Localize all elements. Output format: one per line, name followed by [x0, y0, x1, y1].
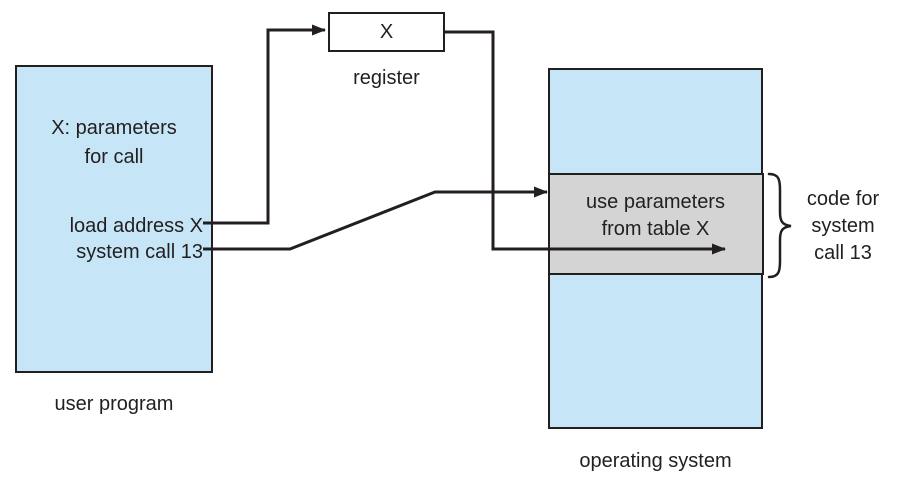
- register-label: register: [353, 67, 420, 89]
- code-for-system-call-note: code for system call 13: [806, 188, 880, 264]
- user-program-label: user program: [54, 393, 174, 415]
- system-call-instruction: system call 13: [76, 241, 203, 263]
- arrow-load-address-to-register: [203, 24, 326, 225]
- register-value: X: [379, 20, 394, 43]
- operating-system-label: operating system: [579, 450, 732, 472]
- arrow-system-call-to-os-code: [203, 186, 548, 251]
- user-program-box: X: parameters for call load address X sy…: [15, 65, 213, 373]
- system-call-code-band: use parameters from table X: [547, 172, 764, 275]
- parameters-note: X: parameters for call: [51, 117, 177, 168]
- register-box: X: [328, 12, 445, 52]
- use-parameters-note: use parameters from table X: [586, 190, 725, 240]
- operating-system-box: use parameters from table X: [547, 68, 764, 429]
- brace-code-for-system-call: [767, 172, 792, 279]
- load-address-instruction: load address X: [69, 215, 203, 237]
